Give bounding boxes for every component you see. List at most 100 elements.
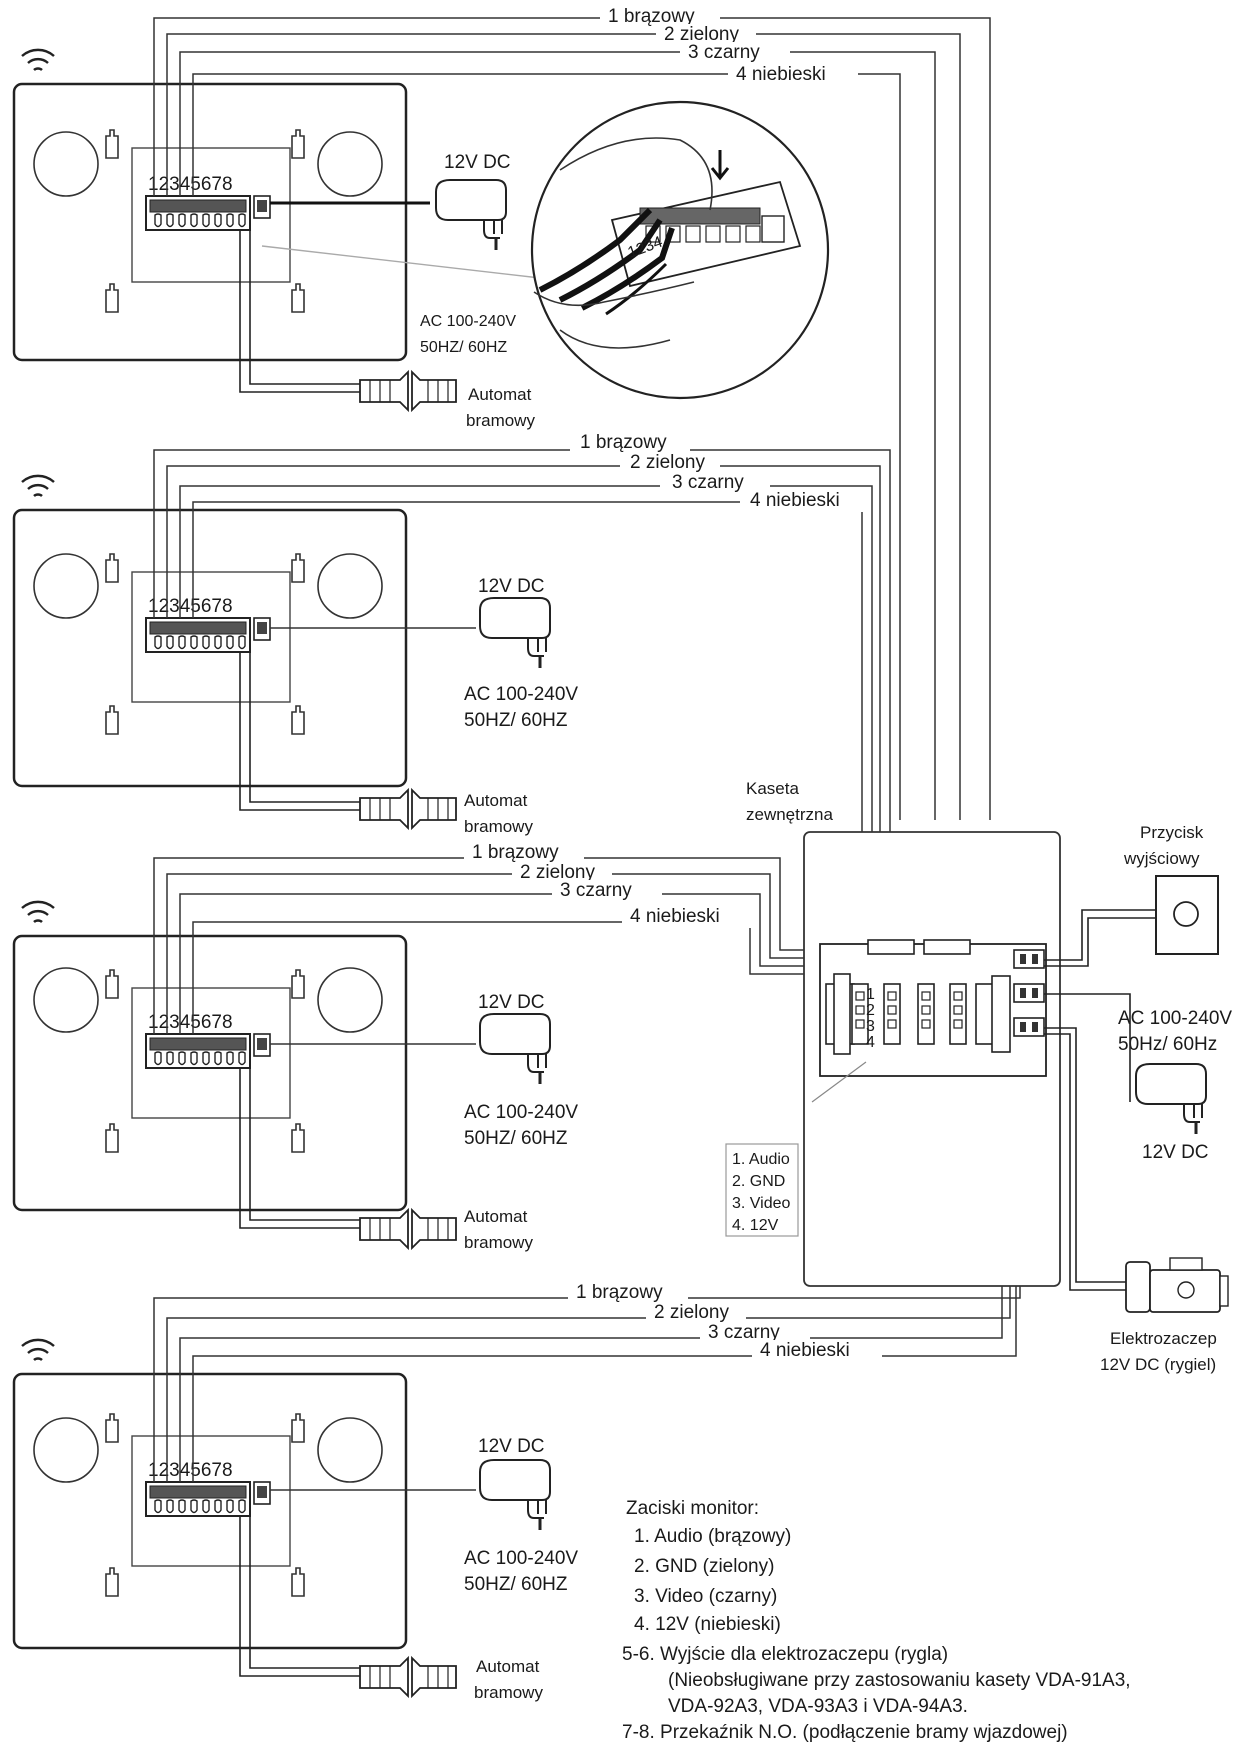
- speaker-left: [33, 553, 99, 619]
- wire-label: 2 zielony: [520, 862, 595, 883]
- power-adapter-icon: [478, 1012, 552, 1086]
- speaker-right: [317, 967, 383, 1033]
- outdoor-title-line1: Kaseta: [746, 779, 799, 798]
- wire-label: 4 niebieski: [630, 906, 720, 927]
- terminal-numbers: 12345678: [148, 1012, 233, 1033]
- mains-label-line1: AC 100-240V: [464, 684, 578, 705]
- lock-label-line2: 12V DC (rygiel): [1100, 1355, 1216, 1374]
- port-number: 4: [866, 1034, 875, 1051]
- mains-label-line2: 50HZ/ 60HZ: [464, 1574, 568, 1595]
- gate-automation-icon: [359, 789, 457, 829]
- gate-label-line1: Automat: [464, 791, 528, 810]
- wifi-icon: [20, 900, 56, 924]
- terminal-numbers: 12345678: [148, 1460, 233, 1481]
- legend-title: Zaciski monitor:: [626, 1498, 759, 1519]
- mount-plate: [131, 1435, 291, 1567]
- power-adapter-label: 12V DC: [444, 152, 511, 173]
- speaker-right: [317, 553, 383, 619]
- outdoor-power-line2: 50Hz/ 60Hz: [1118, 1034, 1217, 1055]
- speaker-right: [317, 131, 383, 197]
- callout-item: 4. 12V: [732, 1217, 779, 1234]
- gate-label-line2: bramowy: [464, 817, 533, 836]
- wire-label: 2 zielony: [654, 1302, 729, 1323]
- gate-label-line1: Automat: [468, 385, 532, 404]
- outdoor-power-line3: 12V DC: [1142, 1142, 1209, 1163]
- zoom-detail: 1234: [261, 100, 830, 400]
- outdoor-power: AC 100-240V 50Hz/ 60Hz 12V DC: [1044, 993, 1232, 1163]
- gate-label-line1: Automat: [476, 1657, 540, 1676]
- monitor-3: 12345678: [12, 857, 820, 1249]
- legend-item: 2. GND (zielony): [634, 1556, 774, 1577]
- wifi-icon: [20, 48, 56, 72]
- terminal-numbers: 12345678: [148, 596, 233, 617]
- legend-item: 1. Audio (brązowy): [634, 1526, 791, 1547]
- gate-label-line2: bramowy: [474, 1683, 543, 1702]
- legend-item: 3. Video (czarny): [634, 1586, 777, 1607]
- wire-label: 3 czarny: [688, 42, 760, 63]
- monitor-1: 12345678: [12, 17, 991, 820]
- mount-plate: [131, 987, 291, 1119]
- exit-button-device: Przycisk wyjściowy: [1044, 823, 1219, 967]
- gate-label-line2: bramowy: [464, 1233, 533, 1252]
- terminal-legend: Zaciski monitor: 1. Audio (brązowy) 2. G…: [622, 1498, 1131, 1743]
- mount-plate: [131, 147, 291, 283]
- wire-label: 1 brązowy: [576, 1282, 663, 1303]
- mains-label-line2: 50HZ/ 60HZ: [420, 339, 507, 356]
- callout-item: 2. GND: [732, 1173, 785, 1190]
- mains-label-line1: AC 100-240V: [420, 313, 516, 330]
- outdoor-power-line1: AC 100-240V: [1118, 1008, 1232, 1029]
- wifi-icon: [20, 474, 56, 498]
- wire-label: 3 czarny: [560, 880, 632, 901]
- gate-automation-icon: [359, 371, 457, 411]
- power-adapter-icon: [478, 1458, 552, 1532]
- wire-label: 1 brązowy: [580, 432, 667, 453]
- wire-label: 2 zielony: [630, 452, 705, 473]
- wire-label: 4 niebieski: [736, 64, 826, 85]
- lock-icon: [1125, 1261, 1151, 1313]
- monitor-housing: [12, 934, 408, 1212]
- port-number: 1: [866, 986, 875, 1003]
- lock-label-line1: Elektrozaczep: [1110, 1329, 1217, 1348]
- wire-label: 3 czarny: [672, 472, 744, 493]
- gate-label-line2: bramowy: [466, 411, 535, 430]
- power-adapter-label: 12V DC: [478, 992, 545, 1013]
- power-adapter-label: 12V DC: [478, 1436, 545, 1457]
- exit-button-label-line1: Przycisk: [1140, 823, 1204, 842]
- electric-lock-device: Elektrozaczep 12V DC (rygiel): [1044, 1027, 1229, 1374]
- terminal-numbers: 12345678: [148, 174, 233, 195]
- gate-automation-icon: [359, 1209, 457, 1249]
- outdoor-station: Kaseta zewnętrzna 1 2 3 4: [725, 779, 1061, 1287]
- exit-button-label-line2: wyjściowy: [1123, 849, 1200, 868]
- speaker-left: [33, 967, 99, 1033]
- speaker-left: [33, 1417, 99, 1483]
- port-callout: [725, 1143, 799, 1237]
- power-adapter-icon: [434, 178, 508, 252]
- wire-label: 4 niebieski: [760, 1340, 850, 1361]
- mains-label-line1: AC 100-240V: [464, 1548, 578, 1569]
- port-number: 3: [866, 1018, 875, 1035]
- speaker-right: [317, 1417, 383, 1483]
- outdoor-title-line2: zewnętrzna: [746, 805, 833, 824]
- callout-item: 1. Audio: [732, 1151, 790, 1168]
- legend-item: VDA-92A3, VDA-93A3 i VDA-94A3.: [668, 1696, 968, 1717]
- power-adapter-label: 12V DC: [478, 576, 545, 597]
- legend-item: 4. 12V (niebieski): [634, 1614, 781, 1635]
- wire-label: 4 niebieski: [750, 490, 840, 511]
- monitor-2: 12345678: [12, 449, 891, 840]
- wire-label: 1 brązowy: [472, 842, 559, 863]
- button-icon: [1173, 901, 1199, 927]
- mains-label-line2: 50HZ/ 60HZ: [464, 710, 568, 731]
- wire-label: 2 zielony: [664, 24, 739, 45]
- speaker-left: [33, 131, 99, 197]
- gate-automation-icon: [359, 1657, 457, 1697]
- mount-plate: [131, 571, 291, 703]
- legend-item: 7-8. Przekaźnik N.O. (podłączenie bramy …: [622, 1722, 1068, 1743]
- callout-item: 3. Video: [732, 1195, 791, 1212]
- mains-label-line2: 50HZ/ 60HZ: [464, 1128, 568, 1149]
- wire-label: 3 czarny: [708, 1322, 780, 1343]
- mains-label-line1: AC 100-240V: [464, 1102, 578, 1123]
- power-adapter-icon: [478, 596, 552, 670]
- gate-label-line1: Automat: [464, 1207, 528, 1226]
- legend-item: (Nieobsługiwane przy zastosowaniu kasety…: [668, 1670, 1131, 1691]
